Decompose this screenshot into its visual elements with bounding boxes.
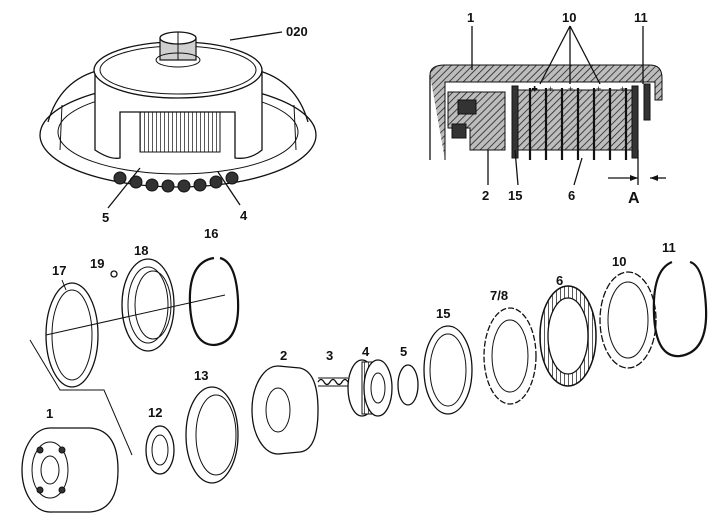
part-1-carrier [21, 427, 119, 513]
svg-text:+: + [596, 84, 601, 94]
label-19: 19 [90, 256, 104, 271]
tool-assembly-illustration: 020 5 4 [39, 24, 317, 225]
drum-outer [429, 64, 663, 160]
label-17: 17 [52, 263, 66, 278]
label-15-part: 15 [436, 306, 450, 321]
label-18: 18 [134, 243, 148, 258]
disc-markers: + + + + + [532, 84, 626, 95]
part-5-ring [397, 364, 419, 406]
label-12-part: 12 [148, 405, 162, 420]
label-2-section: 2 [482, 188, 489, 203]
label-13-part: 13 [194, 368, 208, 383]
label-5-part: 5 [400, 344, 407, 359]
svg-text:+: + [568, 84, 573, 94]
part-12-seal [145, 425, 175, 475]
svg-text:+: + [532, 84, 537, 94]
leader-5-top [107, 167, 141, 209]
label-11-part: 11 [662, 240, 676, 255]
label-1-section: 1 [467, 10, 474, 25]
leader-4-top [217, 171, 241, 206]
label-3-part: 3 [326, 348, 333, 363]
label-020: 020 [286, 24, 308, 39]
part-18-seal [121, 258, 175, 352]
part-2-piston [251, 365, 319, 455]
clutch-cross-section: + + + + + 1 10 11 2 15 6 A [429, 10, 666, 207]
label-4-top: 4 [240, 208, 248, 223]
part-13-seal [185, 386, 239, 484]
part-17-seal [45, 282, 99, 388]
part-15-disc [423, 325, 473, 415]
label-2-part: 2 [280, 348, 287, 363]
svg-text:+: + [548, 84, 553, 94]
label-10-part: 10 [612, 254, 626, 269]
label-11-section: 11 [634, 10, 648, 25]
label-15-section: 15 [508, 188, 522, 203]
leader-020 [229, 31, 283, 41]
disc-pack [511, 83, 651, 160]
exploded-parts: 17 19 18 16 2 3 4 5 15 7/8 6 10 11 13 12… [21, 226, 708, 513]
label-clearance-a: A [628, 190, 640, 207]
part-19-ball [110, 270, 118, 278]
label-16: 16 [204, 226, 218, 241]
part-3-spring [317, 377, 349, 387]
label-1-part: 1 [46, 406, 53, 421]
label-4-part: 4 [362, 344, 370, 359]
part-16-snap-ring [188, 256, 240, 347]
svg-text:+: + [620, 84, 625, 94]
label-78-part: 7/8 [490, 288, 508, 303]
part-11-snap-ring [652, 260, 708, 358]
label-10-section: 10 [562, 10, 576, 25]
part-4-bearing [347, 359, 393, 417]
label-5-top: 5 [102, 210, 109, 225]
part-10-disc [599, 271, 657, 369]
label-6-section: 6 [568, 188, 575, 203]
bearing-balls [113, 171, 239, 193]
label-6-part: 6 [556, 273, 563, 288]
